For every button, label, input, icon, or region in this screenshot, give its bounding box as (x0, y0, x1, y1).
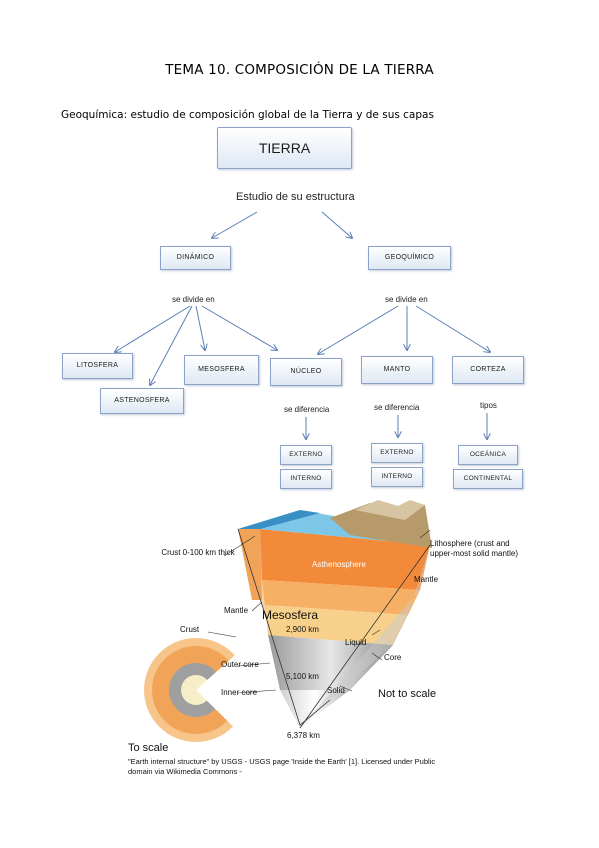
arrow-din-astenosfera (150, 305, 193, 385)
credit-line-2: domain via Wikimedia Commons - (128, 767, 242, 776)
node-corteza: CORTEZA (452, 356, 524, 384)
link-se-divide-din: se divide en (172, 295, 215, 304)
node-mesosfera: MESOSFERA (184, 355, 259, 385)
label-liquid: Liquid (345, 638, 367, 647)
label-core: Core (384, 653, 402, 662)
node-tierra: TIERRA (217, 127, 352, 169)
node-geoquimico: GEOQUÍMICO (368, 246, 451, 270)
node-nucleo-interno: INTERNO (280, 469, 332, 489)
label-mesosfera: Mesosfera (262, 608, 319, 622)
arrow-din-litosfera (115, 305, 191, 352)
label-depth-6378: 6,378 km (287, 731, 320, 740)
node-corteza-continental: CONTINENTAL (453, 469, 523, 489)
label-asthenosphere: Asthenosphere (312, 560, 366, 569)
label-to-scale: To scale (128, 742, 169, 754)
arrow-din-nucleo (201, 305, 277, 350)
arrow-root-geoquimico (321, 211, 352, 238)
arrow-din-mesosfera (195, 305, 205, 350)
arrow-geo-corteza (415, 305, 490, 352)
label-depth-2900: 2,900 km (286, 625, 319, 634)
node-corteza-oceanica: OCEÁNICA (458, 445, 518, 465)
link-se-diferencia-nucleo: se diferencia (284, 405, 330, 414)
node-manto-externo: EXTERNO (371, 443, 423, 463)
label-inner-core: Inner core (221, 688, 258, 697)
node-nucleo-externo: EXTERNO (280, 445, 332, 465)
label-solid: Solid (327, 686, 345, 695)
label-outer-core: Outer core (221, 660, 259, 669)
node-astenosfera: ASTENOSFERA (100, 388, 184, 414)
node-manto: MANTO (361, 356, 433, 384)
link-se-divide-geo: se divide en (385, 295, 428, 304)
to-scale-sphere (144, 638, 252, 745)
arrow-root-dinamico (212, 211, 258, 238)
leader-lines (207, 529, 431, 694)
arrow-geo-nucleo (318, 305, 399, 354)
credit-line-1: "Earth internal structure" by USGS - USG… (128, 757, 436, 766)
label-crust-thick: Crust 0-100 km thick (161, 548, 235, 557)
label-crust: Crust (180, 625, 200, 634)
earth-wedge (237, 500, 432, 729)
page-subtitle: Geoquímica: estudio de composición globa… (61, 109, 434, 121)
label-lithosphere: Lithosphere (crust and upper-most solid … (430, 539, 519, 558)
label-depth-5100: 5,100 km (286, 672, 319, 681)
label-not-to-scale: Not to scale (378, 688, 437, 700)
link-se-diferencia-manto: se diferencia (374, 403, 420, 412)
link-tipos-corteza: tipos (480, 401, 497, 410)
node-dinamico: DINÁMICO (160, 246, 231, 270)
node-litosfera: LITOSFERA (62, 353, 133, 379)
page-title: TEMA 10. COMPOSICIÓN DE LA TIERRA (165, 62, 434, 78)
label-mantle-left: Mantle (224, 606, 249, 615)
link-estudio: Estudio de su estructura (236, 191, 355, 203)
image-credit: "Earth internal structure" by USGS - USG… (128, 757, 435, 777)
label-mantle-right: Mantle (414, 575, 439, 584)
node-nucleo: NÚCLEO (270, 358, 342, 386)
node-manto-interno: INTERNO (371, 467, 423, 487)
